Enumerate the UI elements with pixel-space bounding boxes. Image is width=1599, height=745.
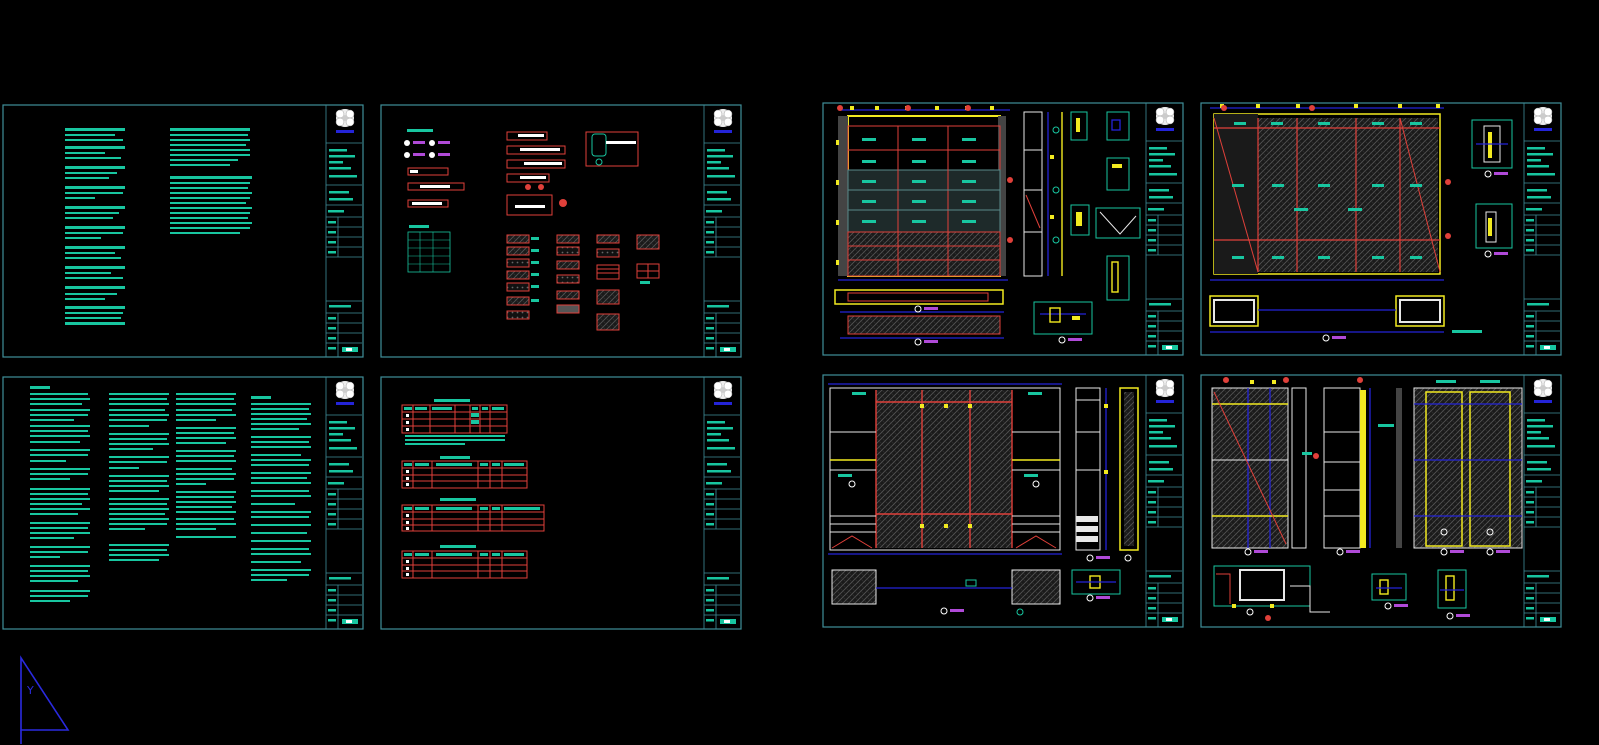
sheet-text-column-2	[170, 128, 252, 234]
detail-elevation-drawing-3	[1413, 380, 1523, 556]
schedule-table-4	[401, 545, 528, 579]
sheet-3-cabinet-elevation[interactable]	[822, 102, 1184, 356]
wall-panel-detail-drawings	[1471, 119, 1513, 258]
sheet-frame	[380, 104, 742, 358]
sheet-text-column-1	[65, 128, 125, 325]
legend-hatch-swatches	[506, 234, 660, 331]
legend-symbol-list	[404, 129, 465, 273]
sheet-6-schedules[interactable]	[380, 376, 742, 630]
sheet-frame	[1200, 374, 1562, 628]
sheet-frame	[2, 376, 364, 630]
title-block	[1145, 102, 1183, 356]
flower-logo-icon	[713, 380, 733, 406]
flower-logo-icon	[335, 380, 355, 406]
flower-logo-icon	[1155, 378, 1175, 404]
flower-logo-icon	[335, 108, 355, 134]
ucs-axis-label: Y	[26, 684, 34, 697]
title-block	[1145, 374, 1183, 628]
ucs-icon: Y	[20, 655, 70, 744]
legend-tag-list	[506, 131, 639, 216]
sheet-text-columns	[30, 386, 311, 602]
title-block	[325, 104, 363, 358]
flower-logo-icon	[1533, 378, 1553, 404]
wardrobe-section-drawing	[1071, 387, 1139, 602]
schedule-table-3	[401, 498, 545, 532]
sheet-frame	[380, 376, 742, 630]
title-block	[1523, 374, 1561, 628]
cabinet-section-drawing	[1023, 111, 1063, 277]
title-block	[325, 376, 363, 630]
cabinet-elevation-drawing	[834, 105, 1013, 346]
flower-logo-icon	[1155, 106, 1175, 132]
flower-logo-icon	[1533, 106, 1553, 132]
schedule-table-2	[401, 456, 528, 489]
cabinet-detail-drawings	[1033, 111, 1141, 344]
detail-elevation-drawing-2	[1323, 377, 1402, 556]
detail-section-drawings	[1213, 565, 1470, 621]
sheet-frame	[2, 104, 364, 358]
sheet-2-legend[interactable]	[380, 104, 742, 358]
sheet-frame	[1200, 102, 1562, 356]
flower-logo-icon	[713, 108, 733, 134]
sheet-8-detail-elevations[interactable]	[1200, 374, 1562, 628]
sheet-frame	[822, 374, 1184, 628]
sheet-frame	[822, 102, 1184, 356]
sheet-5-notes[interactable]	[2, 376, 364, 630]
title-block	[1523, 102, 1561, 356]
schedule-table-1	[401, 399, 508, 445]
sheet-1-notes[interactable]	[2, 104, 364, 358]
title-block	[703, 104, 741, 358]
detail-elevation-drawing-1	[1211, 377, 1319, 556]
wall-panel-elevation-drawing	[1209, 104, 1482, 342]
title-block	[703, 376, 741, 630]
sheet-7-wardrobe-elevation[interactable]	[822, 374, 1184, 628]
sheet-4-wall-panel-elevation[interactable]	[1200, 102, 1562, 356]
wardrobe-elevation-drawing	[828, 383, 1062, 616]
